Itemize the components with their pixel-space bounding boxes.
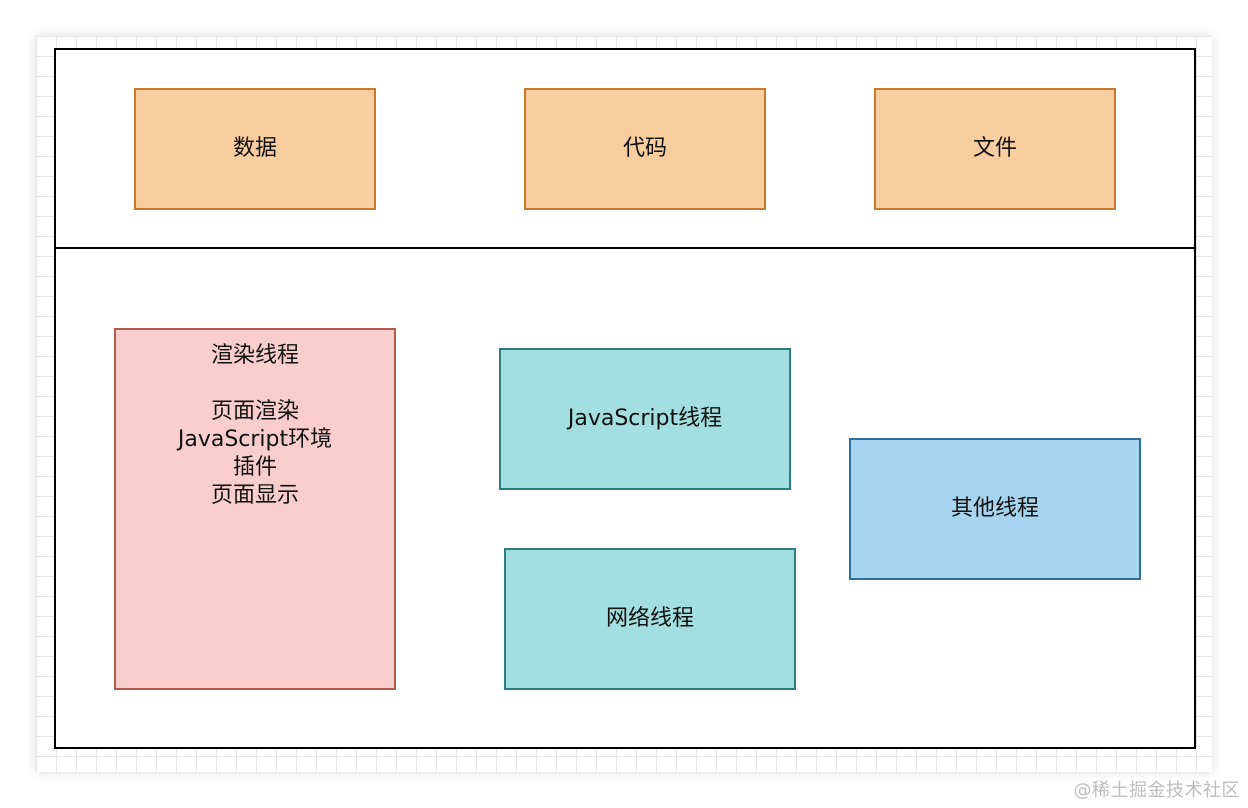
code-box-label: 代码 [622, 136, 667, 161]
file-box-label: 文件 [972, 136, 1017, 161]
data-box-label: 数据 [232, 136, 277, 161]
file-box[interactable]: 文件 [874, 88, 1116, 210]
render-thread-content: 渲染线程 页面渲染 JavaScript环境 插件 页面显示 [178, 342, 332, 510]
data-box[interactable]: 数据 [134, 88, 376, 210]
render-thread-line: 页面渲染 [210, 399, 299, 424]
other-thread-label: 其他线程 [950, 496, 1039, 521]
javascript-thread-label: JavaScript线程 [567, 406, 723, 431]
network-thread-box[interactable]: 网络线程 [504, 548, 796, 690]
other-thread-box[interactable]: 其他线程 [849, 438, 1141, 580]
render-thread-box[interactable]: 渲染线程 页面渲染 JavaScript环境 插件 页面显示 [114, 328, 396, 690]
section-divider [54, 247, 1196, 249]
code-box[interactable]: 代码 [524, 88, 766, 210]
watermark: @稀土掘金技术社区 [1073, 780, 1240, 801]
render-thread-title: 渲染线程 [210, 343, 299, 368]
javascript-thread-box[interactable]: JavaScript线程 [499, 348, 791, 490]
render-thread-line: 插件 [232, 455, 277, 480]
render-thread-line: 页面显示 [210, 483, 299, 508]
render-thread-line: JavaScript环境 [177, 427, 333, 452]
network-thread-label: 网络线程 [605, 606, 694, 631]
